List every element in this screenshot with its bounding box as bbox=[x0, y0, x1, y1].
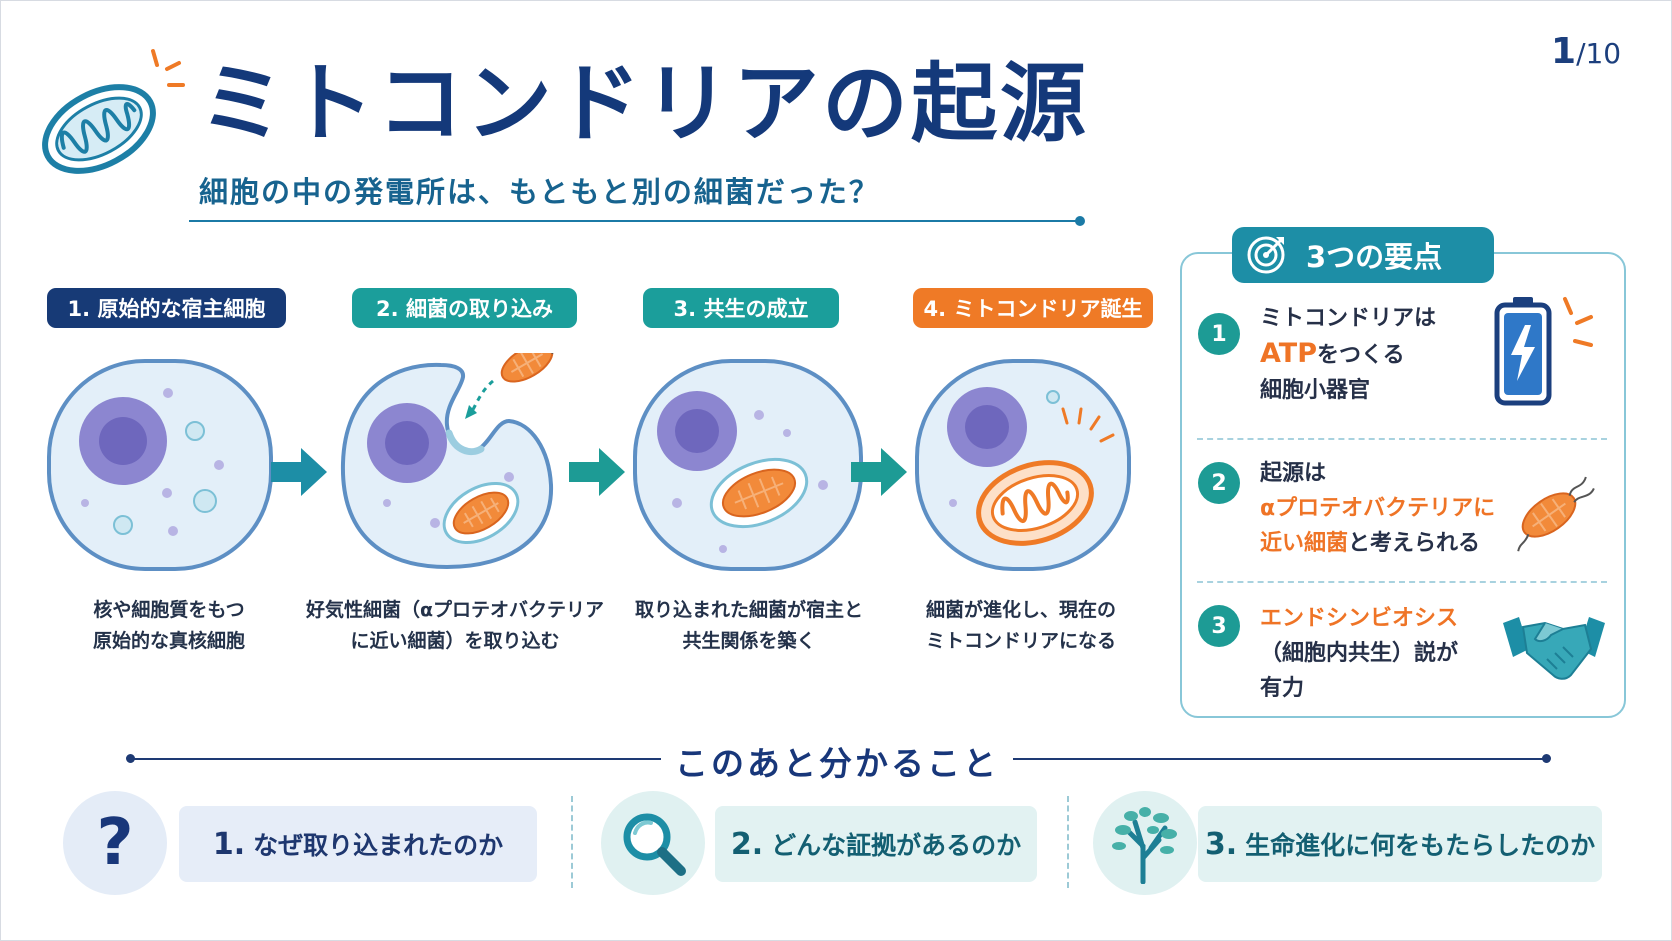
subtitle-underline-dot bbox=[1075, 216, 1085, 226]
point-line: 近い細菌と考えられる bbox=[1260, 526, 1495, 561]
divider bbox=[1197, 438, 1607, 440]
point-number: 2 bbox=[1198, 462, 1240, 504]
key-points-header: 3つの要点 bbox=[1232, 227, 1494, 283]
divider bbox=[1067, 796, 1069, 888]
next-item-3: 3.生命進化に何をもたらしたのか bbox=[1198, 806, 1602, 882]
caption-line: ミトコンドリアになる bbox=[925, 630, 1116, 652]
next-section-title: このあと分かること bbox=[675, 744, 999, 783]
point-line-highlight: エンドシンビオシス bbox=[1260, 606, 1459, 631]
next-item-2: 2.どんな証拠があるのか bbox=[715, 806, 1037, 882]
step-2-label: 2. 細菌の取り込み bbox=[352, 288, 577, 328]
caption-line: 核や細胞質をもつ bbox=[93, 599, 245, 621]
next-item-1: 1.なぜ取り込まれたのか bbox=[179, 806, 537, 882]
point-number: 1 bbox=[1198, 313, 1240, 355]
point-line: ATPをつくる bbox=[1260, 336, 1436, 373]
point-text: エンドシンビオシス （細胞内共生）説が 有力 bbox=[1260, 601, 1458, 706]
divider bbox=[571, 796, 573, 888]
mitochondria-icon bbox=[42, 49, 185, 174]
step-2-caption: 好気性細菌（αプロテオバクテリア に近い細菌）を取り込む bbox=[295, 595, 615, 657]
point-line: （細胞内共生）説が bbox=[1260, 641, 1459, 666]
atp-highlight: ATP bbox=[1260, 338, 1318, 369]
symbiosis-cell-illustration bbox=[633, 359, 863, 571]
step-3-caption: 取り込まれた細菌が宿主と 共生関係を築く bbox=[589, 595, 909, 657]
page-title: ミトコンドリアの起源 bbox=[199, 54, 1089, 154]
question-icon: ? bbox=[63, 791, 167, 895]
next-item-text: なぜ取り込まれたのか bbox=[253, 831, 504, 860]
next-item-text: どんな証拠があるのか bbox=[771, 831, 1022, 860]
target-icon bbox=[1247, 236, 1285, 274]
rule-dot bbox=[126, 754, 135, 763]
point-line: 起源は bbox=[1260, 461, 1327, 486]
page-current: 1 bbox=[1551, 31, 1577, 72]
caption-line: に近い細菌）を取り込む bbox=[350, 630, 560, 652]
next-item-number: 1. bbox=[212, 826, 246, 862]
point-line: 有力 bbox=[1260, 676, 1305, 701]
point-line: ミトコンドリアは bbox=[1260, 306, 1437, 331]
next-section-rule bbox=[1013, 758, 1547, 760]
key-point-2: 2 起源は αプロテオバクテリアに 近い細菌と考えられる bbox=[1180, 456, 1626, 576]
arrow-right-icon bbox=[569, 448, 625, 496]
step-4-caption: 細菌が進化し、現在の ミトコンドリアになる bbox=[861, 595, 1181, 657]
divider bbox=[1197, 581, 1607, 583]
magnifier-icon bbox=[601, 791, 705, 895]
rule-dot bbox=[1542, 754, 1551, 763]
point-line: 細胞小器官 bbox=[1260, 378, 1371, 403]
arrow-right-icon bbox=[271, 448, 327, 496]
key-points-title: 3つの要点 bbox=[1306, 240, 1443, 274]
subtitle-underline bbox=[189, 220, 1079, 222]
step-3-label: 3. 共生の成立 bbox=[643, 288, 839, 328]
next-section-rule bbox=[129, 758, 661, 760]
page-total: /10 bbox=[1576, 37, 1622, 70]
key-point-3: 3 エンドシンビオシス （細胞内共生）説が 有力 bbox=[1180, 601, 1626, 711]
step-1-caption: 核や細胞質をもつ 原始的な真核細胞 bbox=[9, 595, 329, 657]
step-4-label: 4. ミトコンドリア誕生 bbox=[913, 288, 1153, 328]
point-line-rest: と考えられる bbox=[1348, 531, 1481, 556]
point-line-rest: をつくる bbox=[1317, 343, 1405, 368]
host-cell-illustration bbox=[47, 359, 273, 571]
bacterium-icon bbox=[1517, 476, 1595, 552]
caption-line: 細菌が進化し、現在の bbox=[925, 599, 1116, 621]
point-text: 起源は αプロテオバクテリアに 近い細菌と考えられる bbox=[1260, 456, 1495, 561]
caption-line: 共生関係を築く bbox=[682, 630, 816, 652]
point-line-highlight: αプロテオバクテリアに bbox=[1260, 496, 1496, 521]
engulfing-cell-illustration bbox=[340, 353, 567, 570]
caption-line: 取り込まれた細菌が宿主と bbox=[634, 599, 863, 621]
next-item-number: 2. bbox=[730, 826, 764, 862]
next-item-number: 3. bbox=[1204, 826, 1238, 862]
point-highlight: 近い細菌 bbox=[1260, 531, 1349, 556]
handshake-icon bbox=[1503, 617, 1605, 680]
mitochondria-cell-illustration bbox=[915, 359, 1131, 571]
step-1-label: 1. 原始的な宿主細胞 bbox=[47, 288, 286, 328]
tree-icon bbox=[1093, 791, 1197, 895]
key-point-1: 1 ミトコンドリアは ATPをつくる 細胞小器官 bbox=[1180, 301, 1626, 421]
next-item-text: 生命進化に何をもたらしたのか bbox=[1245, 831, 1596, 860]
page-number: 1/10 bbox=[1551, 31, 1621, 72]
battery-icon bbox=[1494, 297, 1593, 406]
caption-line: 原始的な真核細胞 bbox=[92, 630, 245, 652]
caption-line: 好気性細菌（αプロテオバクテリア bbox=[305, 599, 605, 621]
arrow-right-icon bbox=[851, 448, 907, 496]
page-subtitle: 細胞の中の発電所は、もともと別の細菌だった？ bbox=[199, 175, 880, 209]
point-number: 3 bbox=[1198, 605, 1240, 647]
point-text: ミトコンドリアは ATPをつくる 細胞小器官 bbox=[1260, 301, 1436, 408]
